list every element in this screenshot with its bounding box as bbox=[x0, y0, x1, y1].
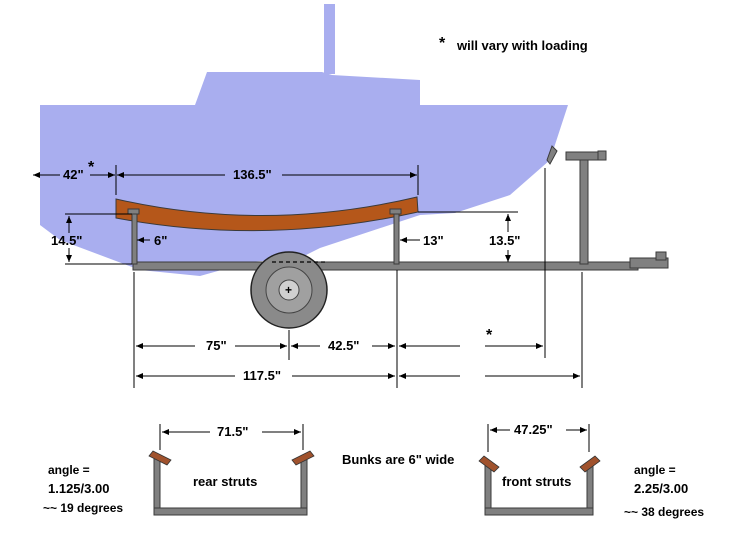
bottom-dimensions bbox=[133, 168, 583, 388]
bottom-asterisk: * bbox=[486, 327, 493, 344]
dim-axle-to-rear: 75" bbox=[206, 338, 227, 353]
rear-right-pad bbox=[291, 450, 315, 466]
dim-total: 117.5" bbox=[243, 368, 281, 383]
top-dimensions bbox=[33, 165, 419, 195]
front-angle-approx: ~~ 38 degrees bbox=[624, 505, 704, 519]
coupler-ball bbox=[655, 251, 667, 261]
front-angle-label: angle = bbox=[634, 463, 676, 477]
front-left-pad bbox=[478, 455, 500, 473]
rear-left-pad bbox=[148, 450, 172, 466]
rear-angle-approx: ~~ 19 degrees bbox=[43, 501, 123, 515]
dim-rear-offset: 6" bbox=[154, 233, 167, 248]
front-strut-detail bbox=[478, 424, 601, 516]
winch-post bbox=[579, 157, 589, 265]
dim-front-height: 13.5" bbox=[489, 233, 520, 248]
front-upright-cap bbox=[389, 208, 402, 215]
wheel: + bbox=[250, 251, 328, 329]
winch-tip bbox=[597, 150, 607, 161]
dim-rear-height: 14.5" bbox=[51, 233, 82, 248]
rear-strut-detail bbox=[148, 424, 315, 516]
front-right-pad bbox=[579, 455, 601, 473]
hub bbox=[278, 279, 300, 301]
rear-strut-width: 71.5" bbox=[217, 424, 248, 439]
front-angle-ratio: 2.25/3.00 bbox=[634, 481, 688, 496]
rear-upright-cap bbox=[127, 208, 140, 215]
main-beam bbox=[132, 261, 639, 271]
boat-mast bbox=[324, 4, 335, 74]
front-strut-label: front struts bbox=[502, 474, 571, 489]
dim-bunk-length: 136.5" bbox=[233, 167, 272, 182]
note-asterisk: * bbox=[439, 35, 446, 52]
dim-front-offset: 13" bbox=[423, 233, 444, 248]
bow-stop bbox=[546, 145, 558, 165]
note-varies: will vary with loading bbox=[456, 38, 588, 53]
hub-mark: + bbox=[285, 283, 292, 297]
tongue-coupler bbox=[629, 257, 669, 269]
rear-angle-label: angle = bbox=[48, 463, 90, 477]
rear-upright bbox=[131, 213, 138, 265]
dim-axle-to-front: 42.5" bbox=[328, 338, 359, 353]
rear-angle-ratio: 1.125/3.00 bbox=[48, 481, 109, 496]
dim-overhang: 42" bbox=[63, 167, 84, 182]
front-strut-width: 47.25" bbox=[514, 422, 553, 437]
side-dimensions bbox=[65, 211, 518, 265]
overhang-asterisk: * bbox=[88, 159, 95, 176]
bunk-width-note: Bunks are 6" wide bbox=[342, 452, 454, 467]
rear-strut-label: rear struts bbox=[193, 474, 257, 489]
front-upright bbox=[393, 213, 400, 265]
winch-arm bbox=[565, 151, 601, 161]
trailer-frame bbox=[127, 145, 669, 271]
